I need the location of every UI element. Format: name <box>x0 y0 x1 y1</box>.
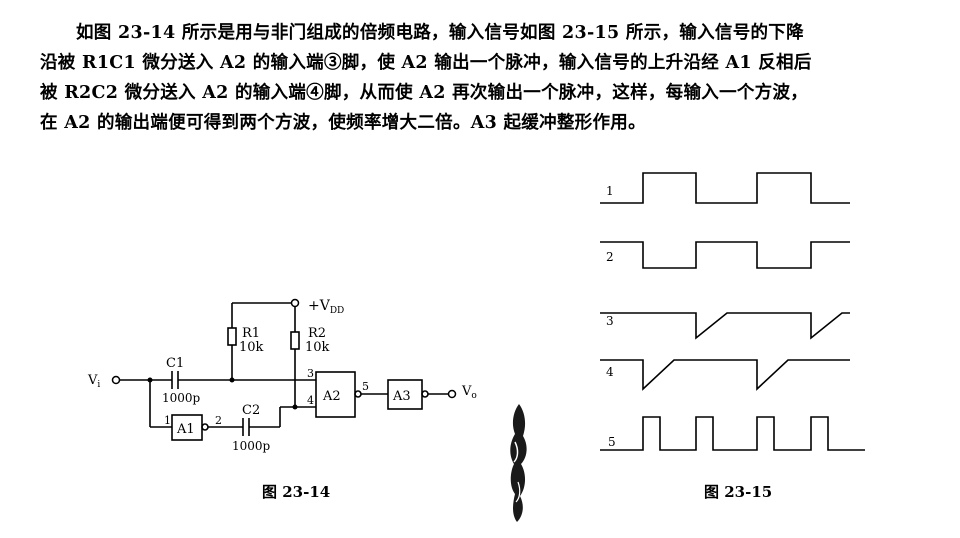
r2-resistor <box>290 331 300 350</box>
pin-3-label: 3 <box>307 367 314 380</box>
a3-label: A3 <box>392 389 411 404</box>
waveform-label-1: 1 <box>606 184 614 198</box>
paragraph-line-4: 在 A2 的输出端便可得到两个方波，使频率增大二倍。A3 起缓冲整形作用。 <box>40 113 646 133</box>
waveform-3-pin3 <box>600 312 850 340</box>
pin-5-label: 5 <box>362 380 369 393</box>
pin-1-label: 1 <box>164 414 171 427</box>
vdd-label: +VDD <box>308 298 344 316</box>
vdd-terminal <box>290 298 300 308</box>
paragraph-line-2: 沿被 R1C1 微分送入 A2 的输入端③脚，使 A2 输出一个脉冲，输入信号的… <box>40 53 812 73</box>
c1-name: C1 <box>166 356 184 371</box>
waveform-label-4: 4 <box>606 365 614 379</box>
r1-name: R1 <box>242 326 260 341</box>
pin-4-label: 4 <box>307 394 314 407</box>
vo-terminal <box>447 389 457 399</box>
vi-terminal <box>111 375 121 385</box>
r2-name: R2 <box>308 326 326 341</box>
waveform-label-3: 3 <box>606 314 614 328</box>
waveform-2-inverted <box>600 241 850 269</box>
scan-smudge <box>510 404 527 522</box>
vi-label: Vi <box>87 373 100 390</box>
a1-label: A1 <box>176 422 195 437</box>
pin-2-label: 2 <box>215 414 222 427</box>
paragraph-line-1: 如图 23-14 所示是用与非门组成的倍频电路，输入信号如图 23-15 所示，… <box>76 23 804 43</box>
waveform-label-2: 2 <box>606 250 614 264</box>
waveform-diagram: 1 2 3 4 5 <box>600 172 865 451</box>
waveform-5-output <box>600 416 865 451</box>
r1-value: 10k <box>239 340 264 355</box>
a2-label: A2 <box>322 389 341 404</box>
waveform-4-pin4 <box>600 359 850 391</box>
r1-resistor <box>227 327 237 346</box>
figure-23-15-caption: 图 23-15 <box>704 483 773 501</box>
c1-value: 1000p <box>162 391 201 405</box>
c2-name: C2 <box>242 403 260 418</box>
paragraph-line-3: 被 R2C2 微分送入 A2 的输入端④脚，从而使 A2 再次输出一个脉冲，这样… <box>40 83 809 103</box>
frequency-doubler-circuit: +VDD R1 10k R2 10k C1 1000p C2 1000p Vi … <box>87 298 477 453</box>
c2-value: 1000p <box>232 439 271 453</box>
description-paragraph: 如图 23-14 所示是用与非门组成的倍频电路，输入信号如图 23-15 所示，… <box>40 18 920 138</box>
vo-label: Vo <box>461 384 477 401</box>
r2-value: 10k <box>305 340 330 355</box>
waveform-1-input <box>600 172 850 204</box>
figure-23-14-caption: 图 23-14 <box>262 483 331 501</box>
waveform-label-5: 5 <box>608 435 616 449</box>
